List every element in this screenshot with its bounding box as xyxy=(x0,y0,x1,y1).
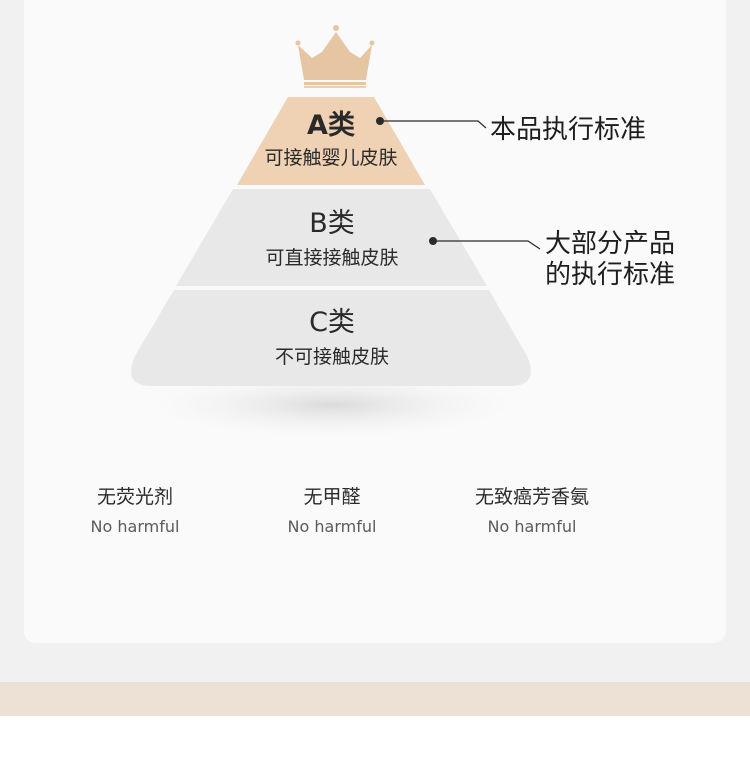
tier-a-subtitle: 可接触婴儿皮肤 xyxy=(264,147,398,169)
feature-subtitle: No harmful xyxy=(287,517,377,536)
feature-item: 无荧光剂 No harmful xyxy=(55,485,215,537)
tier-c-subtitle: 不可接触皮肤 xyxy=(274,346,389,368)
tier-c-shape xyxy=(131,290,531,386)
tier-a-label: A类 可接触婴儿皮肤 xyxy=(237,110,425,170)
crown-icon xyxy=(295,25,375,88)
tier-c-label: C类 不可接触皮肤 xyxy=(232,307,432,369)
feature-title: 无荧光剂 xyxy=(96,486,173,508)
white-footer-band xyxy=(0,716,750,771)
callout-b-line-1: 大部分产品 xyxy=(545,229,676,259)
beige-footer-band xyxy=(0,682,750,716)
callout-most-products-standard: 大部分产品 的执行标准 xyxy=(545,229,675,291)
tier-c-title: C类 xyxy=(309,307,355,338)
tier-b-title: B类 xyxy=(309,208,355,239)
pyramid-shadow xyxy=(142,371,522,439)
callout-b-connector xyxy=(429,237,541,250)
callout-this-product-standard: 本品执行标准 xyxy=(490,115,646,146)
feature-item: 无致癌芳香氨 No harmful xyxy=(452,485,612,537)
pyramid-graphic xyxy=(131,25,541,439)
tier-a-title: A类 xyxy=(307,110,355,141)
tier-b-subtitle: 可直接接触皮肤 xyxy=(265,247,399,269)
feature-item: 无甲醛 No harmful xyxy=(252,485,412,537)
callout-b-line-2: 的执行标准 xyxy=(545,260,676,290)
callout-a-connector xyxy=(376,117,487,129)
feature-title: 无甲醛 xyxy=(303,486,361,508)
feature-title: 无致癌芳香氨 xyxy=(474,486,589,508)
callout-a-line-1: 本品执行标准 xyxy=(490,115,647,145)
tier-b-label: B类 可直接接触皮肤 xyxy=(232,208,432,270)
tier-b-shape xyxy=(176,189,487,286)
feature-subtitle: No harmful xyxy=(487,517,577,536)
feature-subtitle: No harmful xyxy=(90,517,180,536)
